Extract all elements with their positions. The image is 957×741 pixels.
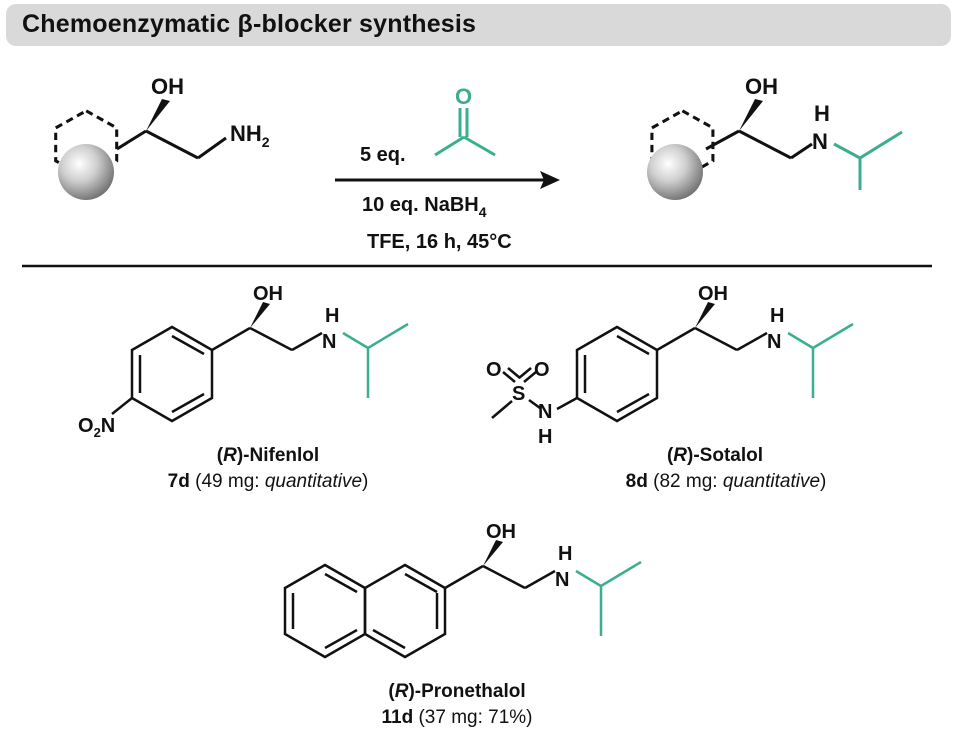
nh-hydrogen: H	[325, 305, 339, 327]
title-banner: Chemoenzymatic β-blocker synthesis	[6, 4, 951, 46]
sulfonyl-oxygen: O	[486, 359, 502, 381]
oh-label: OH	[486, 521, 516, 543]
starting-material: OH NH2	[54, 74, 270, 200]
solvent-condition: TFE, 16 h, 45°C	[367, 231, 512, 253]
substituent-sphere	[58, 144, 114, 200]
compound-nifenlol: OH H N O2N (R)-Nifenlol 7d (49 mg: quant…	[78, 283, 409, 492]
compound-sotalol: OH H N O O S N H (R)-Sotalol 8d (82 mg: …	[486, 283, 854, 492]
compound-yield: 11d (37 mg: 71%)	[381, 707, 532, 728]
benzene-ring	[130, 325, 214, 423]
wedge-bond	[146, 99, 170, 131]
wedge-bond	[483, 540, 503, 566]
nh-nitrogen: N	[555, 569, 569, 591]
compound-yield: 7d (49 mg: quantitative)	[168, 471, 369, 492]
wedge-bond	[695, 302, 715, 328]
bond	[738, 129, 792, 160]
compound-yield: 8d (82 mg: quantitative)	[626, 471, 827, 492]
benzene-ring	[575, 325, 659, 423]
product: OH H N	[647, 74, 903, 200]
amine-label: NH2	[230, 121, 270, 150]
bond	[705, 129, 740, 151]
substituent-sphere	[647, 144, 703, 200]
sulfonamide-hydrogen: H	[538, 426, 552, 448]
bond	[145, 129, 199, 160]
reaction-arrowhead	[540, 171, 560, 189]
isopropyl-bond	[833, 142, 861, 160]
nh-hydrogen: H	[558, 543, 572, 565]
sulfonamide-nitrogen: N	[538, 401, 552, 423]
sulfonyl-oxygen: O	[534, 359, 550, 381]
oh-label: OH	[698, 283, 728, 305]
bond	[197, 136, 227, 160]
acetone-structure: O	[434, 84, 496, 157]
wedge-bond	[250, 302, 270, 328]
naphthalene-ring-right	[363, 563, 447, 659]
naphthalene-ring-left	[283, 563, 367, 659]
compound-pronethalol: OH H N (R)-Pronethalol 11d (37 mg: 71%)	[283, 521, 642, 728]
oh-label: OH	[745, 74, 778, 99]
nh-nitrogen: N	[767, 331, 781, 353]
sulfur-label: S	[512, 383, 525, 405]
nh-hydrogen: H	[770, 305, 784, 327]
carbonyl-oxygen: O	[455, 84, 472, 109]
nh-hydrogen: H	[814, 101, 830, 126]
bond	[790, 142, 813, 160]
page-title: Chemoenzymatic β-blocker synthesis	[22, 10, 477, 38]
isopropyl-bond	[859, 130, 903, 160]
reagent-amount: 5 eq.	[360, 144, 406, 166]
compound-name: (R)-Pronethalol	[388, 681, 525, 702]
nh-nitrogen: N	[322, 331, 336, 353]
compound-name: (R)-Sotalol	[667, 445, 763, 466]
reductant-condition: 10 eq. NaBH4	[362, 194, 487, 220]
compound-name: (R)-Nifenlol	[217, 445, 319, 466]
nitro-label: O2N	[78, 415, 115, 440]
oh-label: OH	[151, 74, 184, 99]
reaction-arrow-group: 5 eq. O 10 eq. NaBH4 TFE, 16 h, 45°C	[335, 84, 560, 253]
oh-label: OH	[253, 283, 283, 305]
bond	[116, 129, 147, 151]
wedge-bond	[739, 99, 763, 131]
nh-nitrogen: N	[812, 129, 828, 154]
